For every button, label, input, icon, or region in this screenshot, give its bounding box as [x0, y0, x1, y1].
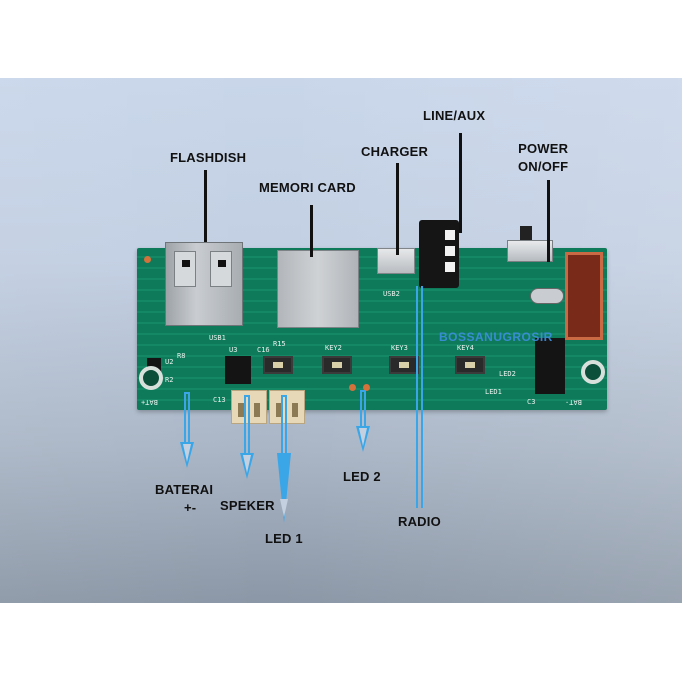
label-power-line2: ON/OFF	[518, 159, 569, 174]
tact-button-1	[263, 356, 293, 374]
usb-a-port	[165, 242, 243, 326]
crystal-oscillator	[530, 288, 564, 304]
watermark: BOSSANUGROSIR	[439, 330, 553, 344]
label-speker: SPEKER	[220, 498, 275, 513]
leader-line-aux	[459, 133, 462, 233]
arrow-led1	[274, 395, 294, 535]
silk-bat-minus: BAT-	[565, 398, 582, 406]
tact-button-key2	[322, 356, 352, 374]
led2-pad-a	[349, 384, 356, 391]
silk-u2: U2	[165, 358, 174, 366]
label-flashdish: FLASHDISH	[170, 150, 247, 165]
silk-key2: KEY2	[325, 344, 342, 352]
silk-bat-plus: BAT+	[141, 398, 158, 406]
leader-charger	[396, 163, 399, 255]
arrow-speker	[237, 395, 257, 495]
silk-usb1: USB1	[209, 334, 226, 342]
label-charger: CHARGER	[361, 144, 429, 159]
silk-usb2: USB2	[383, 290, 400, 298]
tact-button-key3	[389, 356, 419, 374]
label-baterai: BATERAI	[155, 482, 214, 497]
label-power: POWER ON/OFF	[518, 140, 568, 176]
radio-antenna-wire-a	[416, 286, 418, 508]
silk-c13: C13	[213, 396, 226, 404]
power-switch	[507, 240, 553, 262]
chip-u3	[225, 356, 251, 384]
label-power-line1: POWER	[518, 141, 569, 156]
label-led1: LED 1	[265, 531, 303, 546]
label-baterai-polarity: +-	[184, 500, 197, 515]
silk-r2: R2	[165, 376, 174, 384]
arrow-led2	[353, 390, 373, 460]
silk-key3: KEY3	[391, 344, 408, 352]
leader-flashdish	[204, 170, 207, 242]
silk-led1: LED1	[485, 388, 502, 396]
corner-pad	[144, 256, 151, 263]
leader-memori-card	[310, 205, 313, 257]
leader-power	[547, 180, 550, 262]
pcb-board: KEY2 KEY3 KEY4 USB1 USB2 U2 U3 R8 R2 C13…	[137, 220, 607, 424]
mounting-hole-right	[581, 360, 605, 384]
led2-pad-b	[363, 384, 370, 391]
led1-connector	[269, 390, 305, 424]
silk-c16: C16	[257, 346, 270, 354]
tact-button-key4	[455, 356, 485, 374]
label-radio: RADIO	[398, 514, 441, 529]
silk-r15: R15	[273, 340, 286, 348]
silk-u3: U3	[229, 346, 238, 354]
radio-antenna-wire-b	[421, 286, 423, 508]
silk-key4: KEY4	[457, 344, 474, 352]
label-led2: LED 2	[343, 469, 381, 484]
arrow-baterai	[177, 392, 197, 472]
mounting-hole-left	[139, 366, 163, 390]
silk-c3: C3	[527, 398, 536, 406]
silk-led2: LED2	[499, 370, 516, 378]
chip-main	[535, 338, 565, 394]
power-switch-knob	[520, 226, 532, 242]
bluetooth-antenna	[565, 252, 603, 340]
micro-usb-charger-port	[377, 248, 415, 274]
label-line-aux: LINE/AUX	[423, 108, 486, 123]
silk-r8: R8	[177, 352, 186, 360]
audio-jack-line-aux	[419, 220, 459, 288]
label-memori-card: MEMORI CARD	[259, 180, 356, 195]
memory-card-slot	[277, 250, 359, 328]
